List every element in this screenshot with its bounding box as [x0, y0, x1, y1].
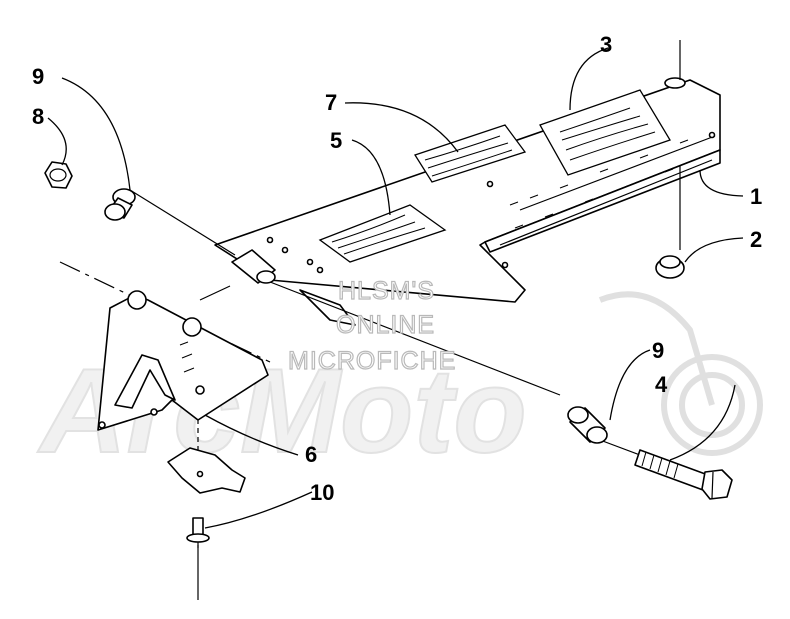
nut-part-8 [44, 161, 73, 189]
bracket-part-6 [97, 290, 269, 431]
watermark-motorcycle-icon [598, 291, 763, 456]
front-spacer-part [231, 249, 276, 284]
watermark-line-1: HLSM'S [338, 277, 435, 305]
callout-5: 5 [330, 128, 342, 153]
callout-10: 10 [310, 480, 334, 505]
callout-2: 2 [750, 227, 762, 252]
bushing-part-9-right [567, 406, 608, 444]
watermark-line-2: ONLINE [336, 311, 435, 339]
callout-8: 8 [32, 104, 44, 129]
watermark-line-3: MICROFICHE [288, 347, 456, 375]
watermark-text: HLSM'S ONLINE MICROFICHE [287, 276, 456, 375]
callout-3: 3 [600, 32, 612, 57]
leader-lines [47, 47, 744, 529]
callout-numbers: 9 8 3 7 5 1 2 9 4 6 10 [32, 32, 762, 505]
callout-9-right: 9 [652, 338, 664, 363]
callout-6: 6 [305, 442, 317, 467]
callout-4: 4 [655, 372, 668, 397]
rivet-part-10 [186, 517, 210, 548]
callout-1: 1 [750, 184, 762, 209]
pad-part [167, 447, 246, 494]
callout-9-left: 9 [32, 64, 44, 89]
decal-label-3 [539, 89, 671, 176]
callout-7: 7 [325, 90, 337, 115]
bolt-part-4 [634, 449, 733, 500]
decal-label-7 [414, 124, 527, 183]
grommet-part-2 [655, 255, 685, 279]
bushing-part-9-left [104, 188, 136, 221]
decal-label-5 [318, 204, 447, 263]
